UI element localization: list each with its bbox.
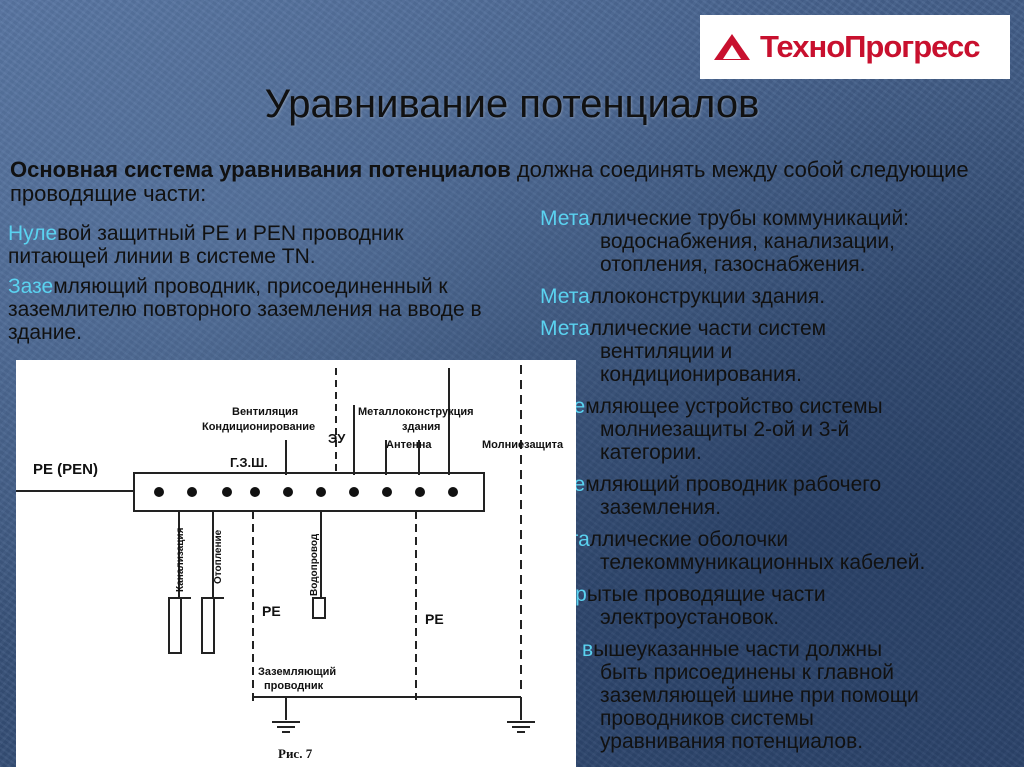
item-first-line: Металлические оболочки [540,528,1020,551]
right-item: Металлоконструкции здания. [540,285,1020,308]
right-item: Металлические трубы коммуникаций:водосна… [540,207,1020,276]
item-first-line: Все вышеуказанные части должны [540,638,1020,661]
logo-text: ТехноПрогресс [760,29,980,64]
item-continuation: водоснабжения, канализации, [600,230,895,253]
item-text: мляющий проводник, присоединенный к зазе… [8,275,482,344]
label-antenna: Антенна [386,439,432,451]
item-text: ллические оболочки [589,528,789,551]
label-gzsh: Г.З.Ш. [230,455,268,470]
item-continuation: телекоммуникационных кабелей. [600,551,926,574]
item-highlight: Нуле [8,222,58,245]
left-item: Нулевой защитный PE и PEN проводник пита… [8,222,488,268]
item-highlight: Мета [540,285,590,308]
item-continuation: отопления, газоснабжения. [600,253,866,276]
item-highlight: Мета [540,317,590,340]
label-metal-building: здания [402,421,440,433]
right-item: Заземляющий проводник рабочегозаземления… [540,473,1020,519]
item-text: ллоконструкции здания. [589,285,826,308]
item-first-line: Заземляющий проводник рабочего [540,473,1020,496]
label-water: Водопровод [309,533,320,596]
item-continuation: заземления. [600,496,722,519]
item-continuation: быть присоединены к главной [600,661,895,684]
item-text: ллические части систем [589,317,827,340]
label-pe-2: PE [425,611,444,627]
item-continuation: категории. [600,441,702,464]
intro-text: Основная система уравнивания потенциалов… [10,158,1015,206]
item-first-line: Металлоконструкции здания. [540,285,1020,308]
label-lightning: Молниезащита [482,439,564,451]
label-sewer: Канализация [175,527,186,592]
label-pe-pen: PE (PEN) [33,461,98,478]
item-continuation: уравнивания потенциалов. [600,730,864,753]
label-ground-2: проводник [264,680,324,692]
item-text: ллические трубы коммуникаций: [589,207,910,230]
item-continuation: молниезащиты 2-ой и 3-й [600,418,850,441]
figure-caption: Рис. 7 [278,746,313,761]
diagram-svg: Вентиляция Кондиционирование Металлоконс… [16,365,564,761]
label-ground-1: Заземляющий [258,666,336,678]
right-item: Открытые проводящие частиэлектроустаново… [540,583,1020,629]
logo-mark-icon [714,34,750,60]
label-eu: ЭУ [328,431,346,446]
intro-bold: Основная система уравнивания потенциалов [10,157,511,182]
item-continuation: проводников системы [600,707,814,730]
right-item: Металлические оболочкителекоммуникационн… [540,528,1020,574]
item-text: мляющее устройство системы [585,395,883,418]
item-first-line: Металлические части систем [540,317,1020,340]
item-text: вой защитный PE и PEN проводник питающей… [8,222,404,268]
slide-title: Уравнивание потенциалов [264,82,760,126]
item-text: мляющий проводник рабочего [585,473,882,496]
grounding-diagram: Вентиляция Кондиционирование Металлоконс… [16,360,576,767]
item-continuation: вентиляции и [600,340,733,363]
item-first-line: Заземляющее устройство системы [540,395,1020,418]
item-continuation: кондиционирования. [600,363,802,386]
item-continuation: электроустановок. [600,606,780,629]
item-first-line: Металлические трубы коммуникаций: [540,207,1020,230]
item-continuation: заземляющей шине при помощи [600,684,919,707]
right-item: Заземляющее устройство системымолниезащи… [540,395,1020,464]
item-text: ышеуказанные части должны [593,638,883,661]
brand-logo: ТехноПрогресс [700,15,1010,79]
item-highlight: Мета [540,207,590,230]
left-item: Заземляющий проводник, присоединенный к … [8,275,488,344]
item-highlight: Зазе [8,275,54,298]
item-first-line: Открытые проводящие части [540,583,1020,606]
right-list: Металлические трубы коммуникаций:водосна… [540,207,1020,762]
intro-rest: должна соединять между собой следующие п… [10,157,969,206]
label-metal: Металлоконструкция [358,406,474,418]
label-ventilation: Вентиляция [232,406,298,418]
label-pe-1: PE [262,603,281,619]
label-heating: Отопление [213,529,224,584]
label-conditioning: Кондиционирование [202,421,315,433]
item-text: ытые проводящие части [586,583,826,606]
left-list: Нулевой защитный PE и PEN проводник пита… [8,222,488,351]
